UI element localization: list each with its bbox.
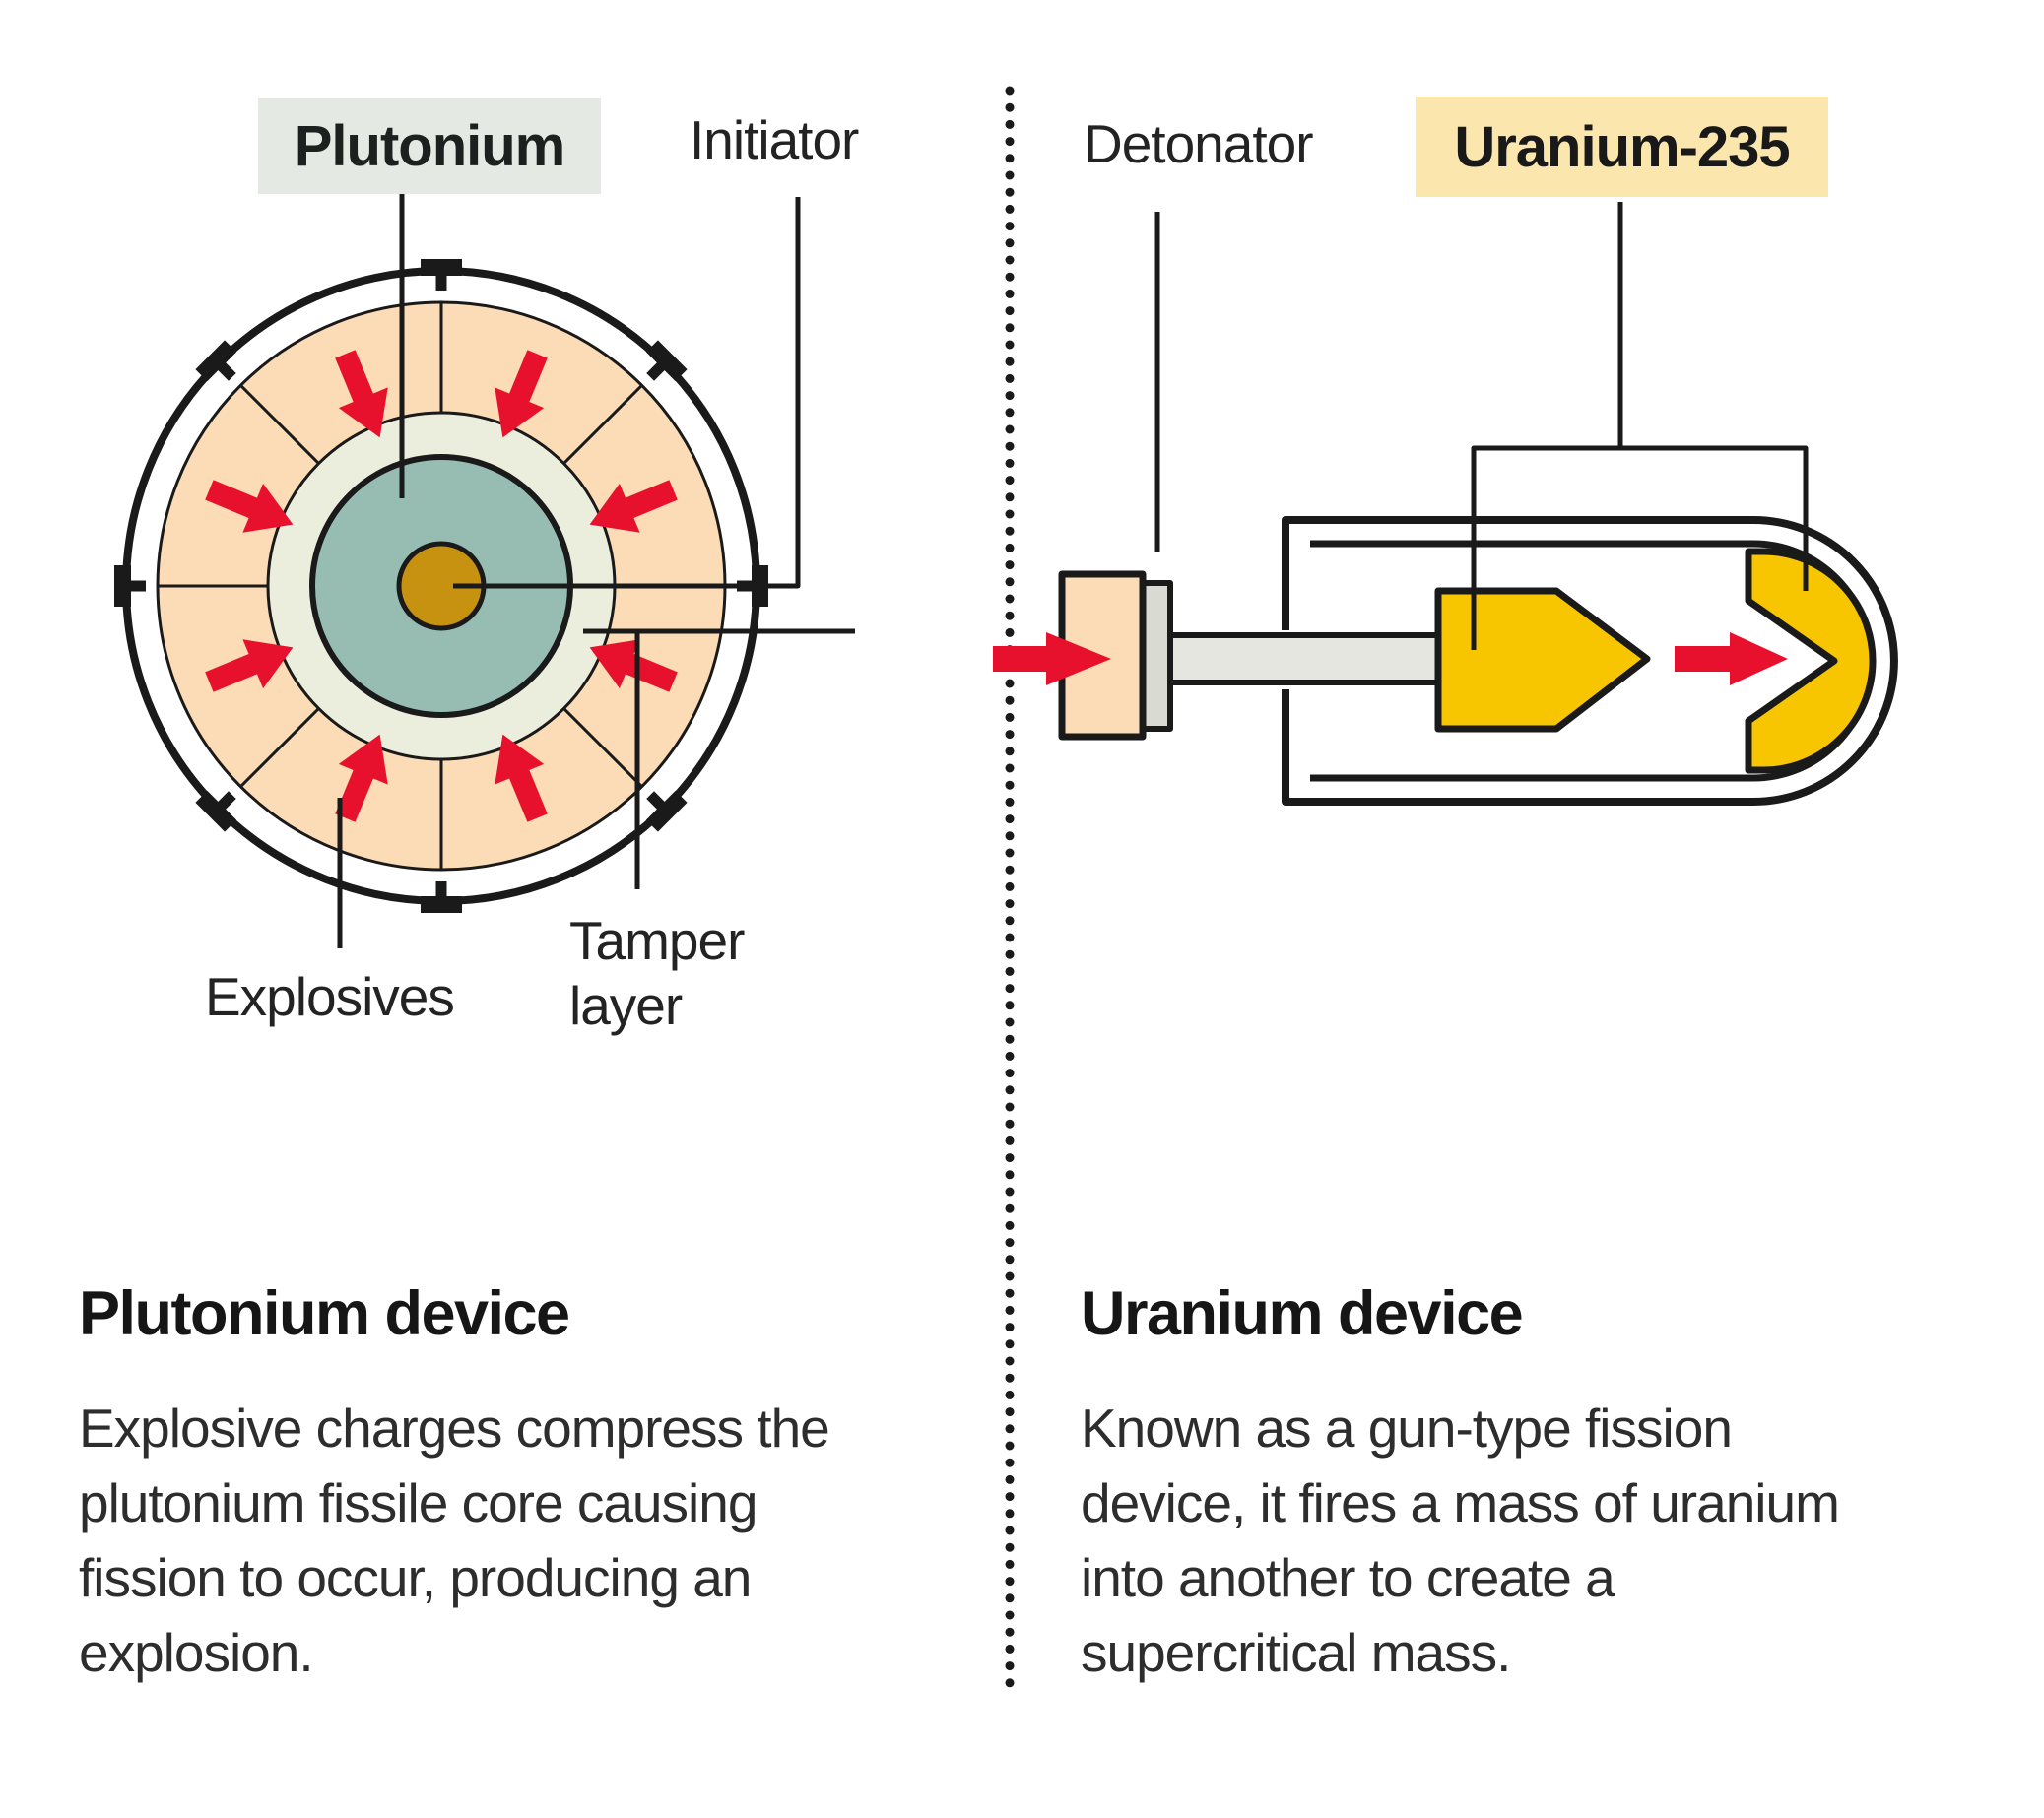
initiator-leader-line [453, 197, 801, 589]
uranium-device-description: Known as a gun-type fission device, it f… [1081, 1391, 2026, 1690]
gun-type-diagram [993, 202, 1898, 806]
uranium-device-heading: Uranium device [1081, 1279, 1524, 1348]
piston-rod [1164, 632, 1441, 685]
left-leader-lines [337, 194, 855, 948]
description-line: fission to occur, producing an [79, 1547, 752, 1608]
description-line: supercritical mass. [1081, 1622, 1511, 1683]
description-line: Known as a gun-type fission [1081, 1397, 1733, 1459]
tamper-layer-label-line1: Tamper [569, 910, 745, 971]
description-line: into another to create a [1081, 1547, 1615, 1608]
initiator-label: Initiator [690, 109, 859, 170]
uranium-projectile [1434, 587, 1651, 733]
plutonium-label: Plutonium [258, 98, 601, 194]
description-line: Explosive charges compress the [79, 1397, 830, 1459]
tamper-layer-label: Tamper layer [569, 908, 745, 1038]
right-leader-lines [1154, 202, 1809, 650]
description-line: plutonium fissile core causing [79, 1472, 758, 1533]
uranium-235-label: Uranium-235 [1416, 97, 1828, 197]
uranium-target [1745, 548, 1877, 774]
travel-arrow-icon [1675, 632, 1788, 685]
plutonium-device-heading: Plutonium device [79, 1279, 570, 1348]
description-line: device, it fires a mass of uranium [1081, 1472, 1840, 1533]
uranium-leader-bracket [1471, 202, 1809, 650]
detonator-label: Detonator [1084, 113, 1314, 174]
description-line: explosion. [79, 1622, 314, 1683]
firing-arrow-icon [993, 632, 1111, 685]
plutonium-device-description: Explosive charges compress the plutonium… [79, 1391, 965, 1690]
tamper-layer-label-line2: layer [569, 975, 683, 1036]
explosives-label: Explosives [205, 966, 455, 1027]
implosion-diagram [114, 194, 855, 948]
